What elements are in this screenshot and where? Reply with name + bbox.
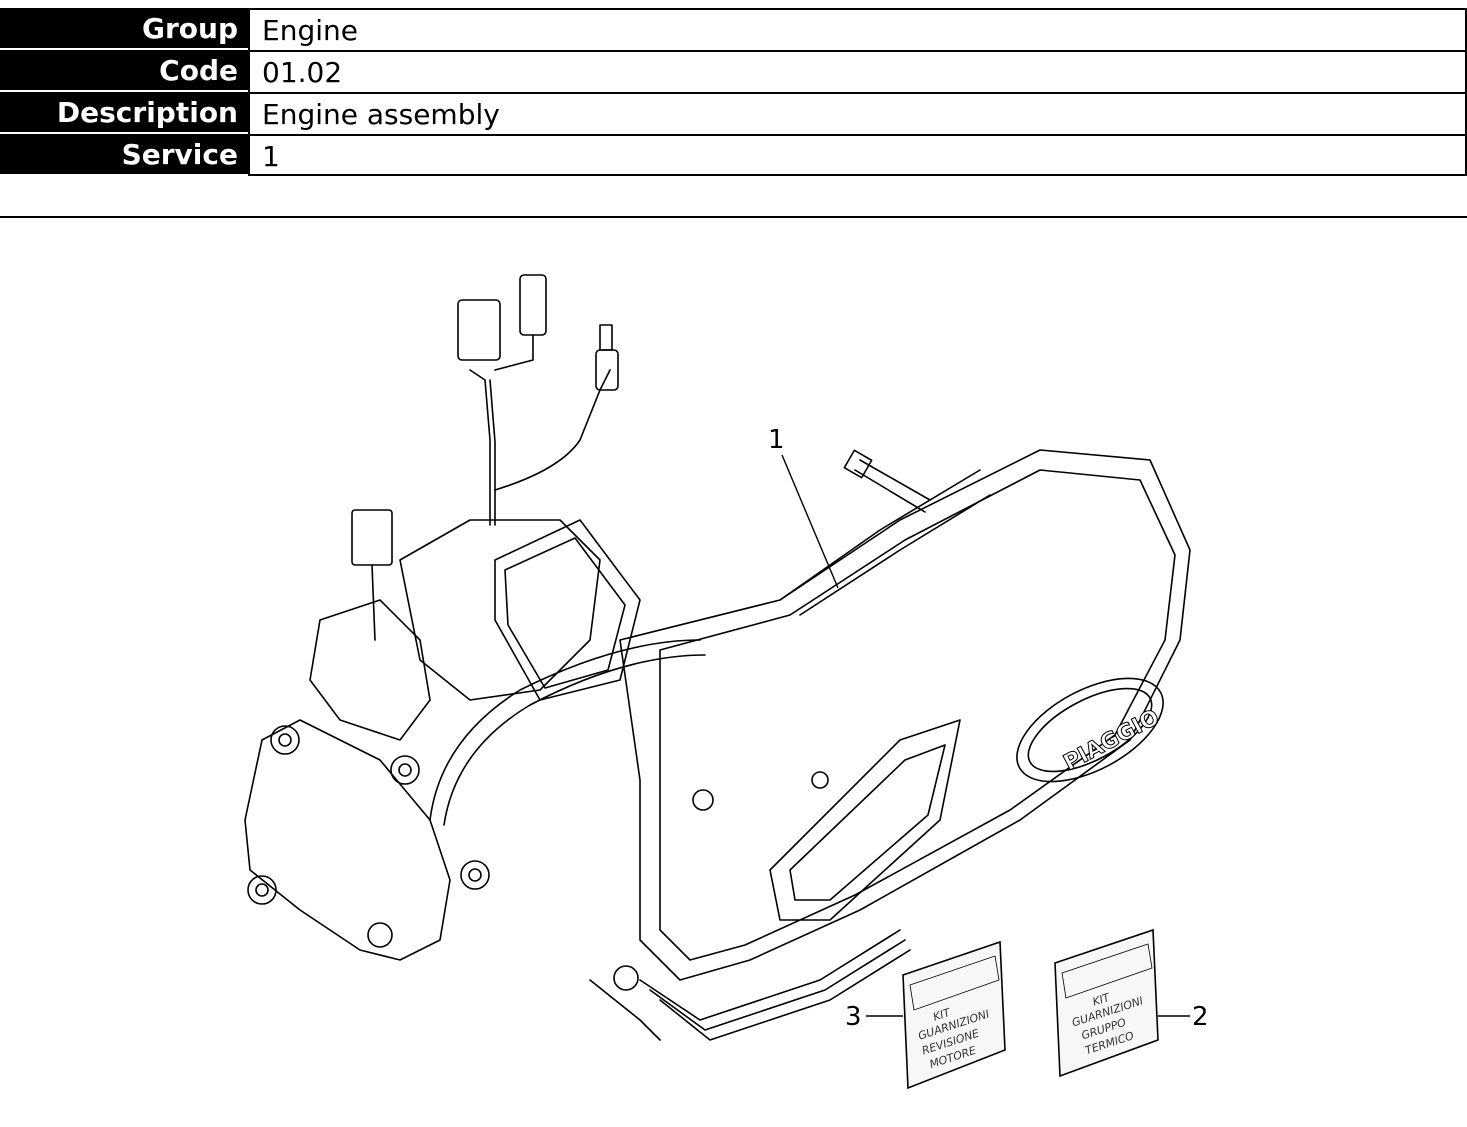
description-value: Engine assembly [248,92,1467,134]
gasket-kit-3-bag: KIT GUARNIZIONI REVISIONE MOTORE [902,940,1006,1090]
header-row-description: Description Engine assembly [0,92,1467,134]
group-label: Group [0,8,248,50]
group-value: Engine [248,8,1467,50]
kit-3-line-1: KIT [931,1006,953,1024]
service-value: 1 [248,134,1467,176]
callout-1-leader [781,454,839,589]
callout-2-label: 2 [1192,1002,1209,1032]
description-label: Description [0,92,248,134]
service-label: Service [0,134,248,176]
header-row-service: Service 1 [0,134,1467,176]
kit-2-line-1: KIT [1091,991,1113,1009]
parts-header-table: Group Engine Code 01.02 Description Engi… [0,8,1467,176]
engine-exploded-drawing: 1 PIAGGIO KIT GUARNIZIONI REVISIONE MOTO… [244,274,1209,1090]
callout-3-label: 3 [845,1002,862,1032]
code-label: Code [0,50,248,92]
header-row-group: Group Engine [0,8,1467,50]
code-value: 01.02 [248,50,1467,92]
piaggio-logo-text: PIAGGIO [1060,705,1164,776]
callout-1-label: 1 [768,425,785,455]
engine-assembly-illustration [244,274,1191,1041]
header-separator [0,216,1467,218]
header-row-code: Code 01.02 [0,50,1467,92]
gasket-kit-2-bag: KIT GUARNIZIONI GRUPPO TERMICO [1054,928,1159,1078]
